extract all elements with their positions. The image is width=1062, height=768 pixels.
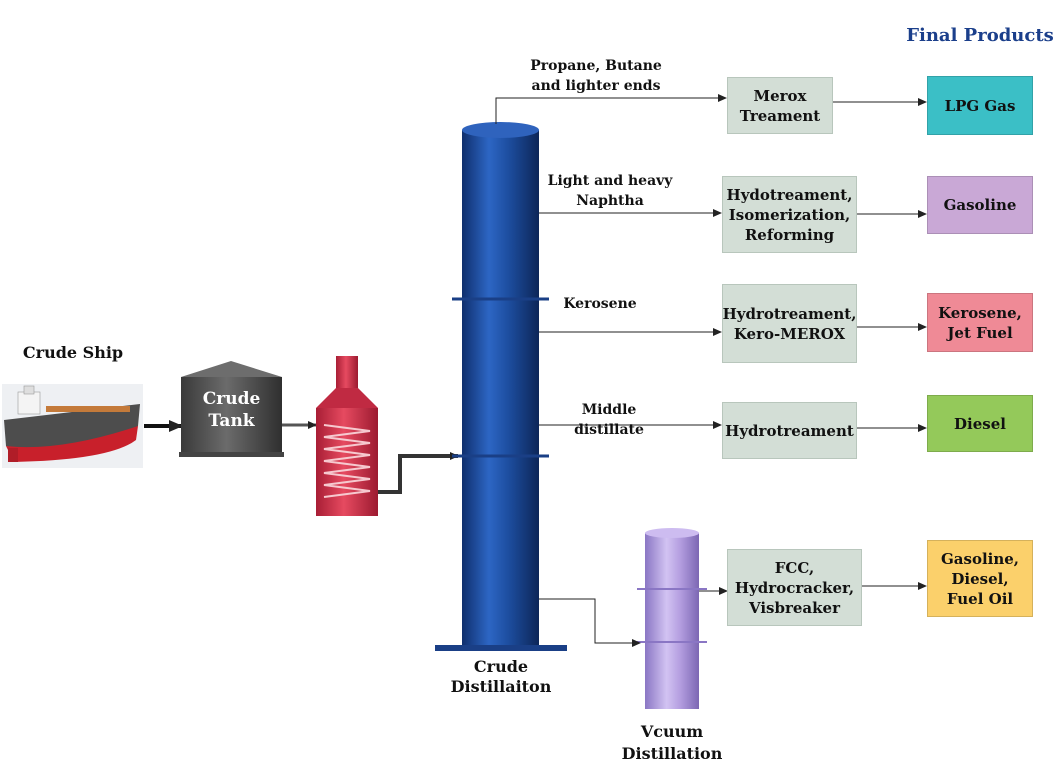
heater-to-column-pipe bbox=[378, 456, 458, 492]
fired-heater-icon bbox=[316, 356, 378, 516]
crude-distillation-label: Crude Distillaiton bbox=[440, 657, 562, 697]
product-diesel-box: Diesel bbox=[927, 395, 1033, 452]
process-kerosene-box: Hydrotreament, Kero-MEROX bbox=[722, 284, 857, 363]
vacuum-distillation-label: Vcuum Distillation bbox=[612, 721, 732, 765]
product-kerosene-jet-fuel-box: Kerosene, Jet Fuel bbox=[927, 293, 1033, 352]
stream-label-lpg: Propane, Butane and lighter ends bbox=[526, 56, 666, 96]
vacuum-distillation-column bbox=[637, 528, 707, 709]
final-products-title: Final Products bbox=[900, 24, 1060, 48]
product-gasoline-box: Gasoline bbox=[927, 176, 1033, 234]
process-hydrotreament-box: Hydrotreament bbox=[722, 402, 857, 459]
product-lpg-gas-box: LPG Gas bbox=[927, 76, 1033, 135]
crude-ship-label: Crude Ship bbox=[10, 343, 136, 363]
process-fcc-box: FCC, Hydrocracker, Visbreaker bbox=[727, 549, 862, 626]
stream-label-middle-distillate: Middle distillate bbox=[546, 400, 672, 440]
crude-tank-label: Crude Tank bbox=[181, 388, 282, 432]
product-fuel-mix-box: Gasoline, Diesel, Fuel Oil bbox=[927, 540, 1033, 617]
process-merox-box: Merox Treament bbox=[727, 77, 833, 134]
process-naphtha-box: Hydotreament, Isomerization, Reforming bbox=[722, 176, 857, 253]
crude-ship-icon bbox=[2, 384, 143, 468]
stream-label-naphtha: Light and heavy Naphtha bbox=[540, 171, 680, 211]
stream-label-kerosene: Kerosene bbox=[560, 294, 640, 314]
